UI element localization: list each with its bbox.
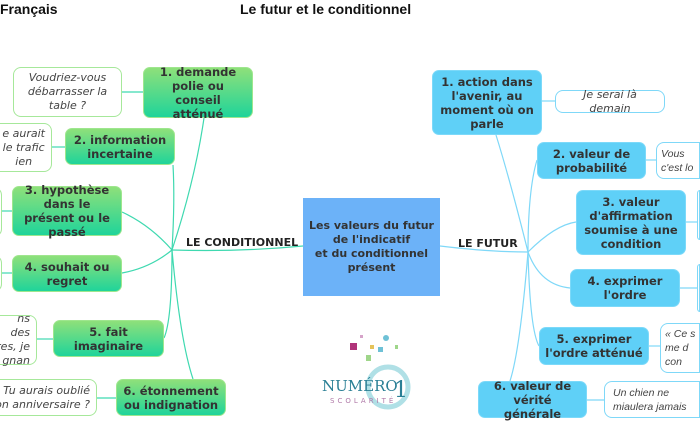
- central-topic: Les valeurs du futur de l'indicatif et d…: [303, 198, 440, 296]
- futur-node-2: 2. valeur de probabilité: [537, 142, 646, 179]
- connector: [171, 164, 175, 251]
- conditionnel-node-6: 6. étonnement ou indignation: [116, 379, 226, 416]
- futur-node-6: 6. valeur de vérité générale: [478, 379, 587, 421]
- futur-node-5: 5. exprimer l'ordre atténué: [539, 327, 649, 365]
- conditionnel-example-2: e aurait le trafic ien: [0, 123, 52, 172]
- connector: [527, 251, 571, 289]
- conditionnel-node-4: 4. souhait ou regret: [12, 255, 122, 292]
- connector: [171, 249, 194, 380]
- connector: [509, 251, 529, 382]
- connector: [121, 211, 173, 251]
- conditionnel-node-5: 5. fait imaginaire: [53, 320, 164, 357]
- futur-node-1: 1. action dans l'avenir, au moment où on…: [432, 70, 542, 135]
- futur-example-5: « Ce s me d con: [660, 323, 700, 373]
- futur-example-2: Vous c'est lo: [656, 142, 700, 179]
- connector: [527, 251, 540, 347]
- connector: [527, 221, 577, 253]
- conditionnel-example-1: Voudriez-vous débarrasser la table ?: [13, 67, 122, 117]
- connector: [439, 245, 529, 253]
- connector: [495, 134, 529, 253]
- conditionnel-example-5: ns des res, je gnan: [0, 312, 37, 367]
- futur-node-4: 4. exprimer l'ordre: [570, 269, 680, 307]
- logo-graphic: NUMÉRO 1 SCOLARITÉ: [322, 335, 411, 410]
- futur-example-6: Un chien ne miaulera jamais: [604, 381, 700, 418]
- conditionnel-example-6: Tu aurais oublié on anniversaire ?: [0, 379, 97, 416]
- connector: [527, 159, 538, 253]
- conditionnel-node-1: 1. demande polie ou conseil atténué: [143, 65, 253, 121]
- subject-label: Français: [0, 1, 58, 17]
- svg-text:1: 1: [394, 378, 408, 403]
- connector: [171, 117, 205, 251]
- futur-node-3: 3. valeur d'affirmation soumise à une co…: [576, 190, 686, 255]
- futur-example-1: Je serai là demain: [555, 88, 665, 115]
- conditionnel-node-2: 2. information incertaine: [65, 128, 175, 165]
- svg-text:SCOLARITÉ: SCOLARITÉ: [330, 396, 396, 405]
- conditionnel-example-3: [0, 187, 2, 237]
- conditionnel-node-3: 3. hypothèse dans le présent ou le passé: [12, 183, 122, 239]
- futur-label: LE FUTUR: [458, 237, 518, 250]
- connector: [171, 245, 304, 252]
- numero1-logo: NUMÉRO 1 SCOLARITÉ: [320, 325, 420, 415]
- page-title: Le futur et le conditionnel: [240, 1, 412, 17]
- conditionnel-label: LE CONDITIONNEL: [186, 236, 299, 249]
- svg-text:NUMÉRO: NUMÉRO: [322, 377, 398, 395]
- connector: [121, 249, 173, 274]
- connector: [163, 249, 173, 339]
